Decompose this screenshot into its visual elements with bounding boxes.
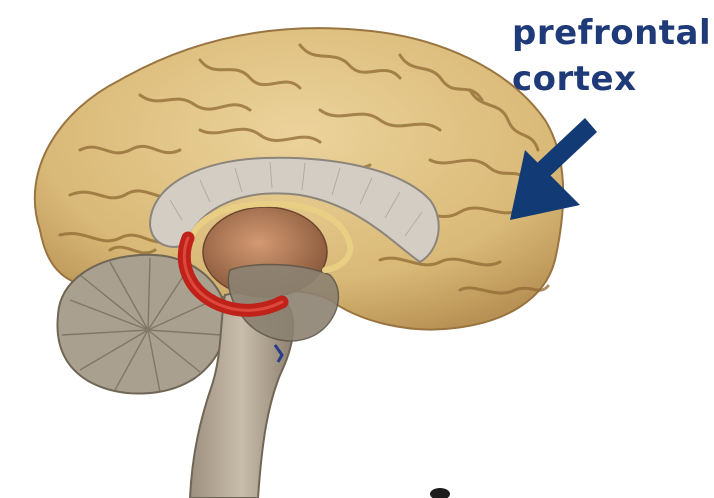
cerebellum [57, 255, 226, 394]
prefrontal-cortex-label: prefrontal cortex [512, 10, 711, 102]
dark-blob [430, 488, 450, 498]
label-line-2: cortex [512, 56, 711, 102]
label-line-1: prefrontal [512, 10, 711, 56]
